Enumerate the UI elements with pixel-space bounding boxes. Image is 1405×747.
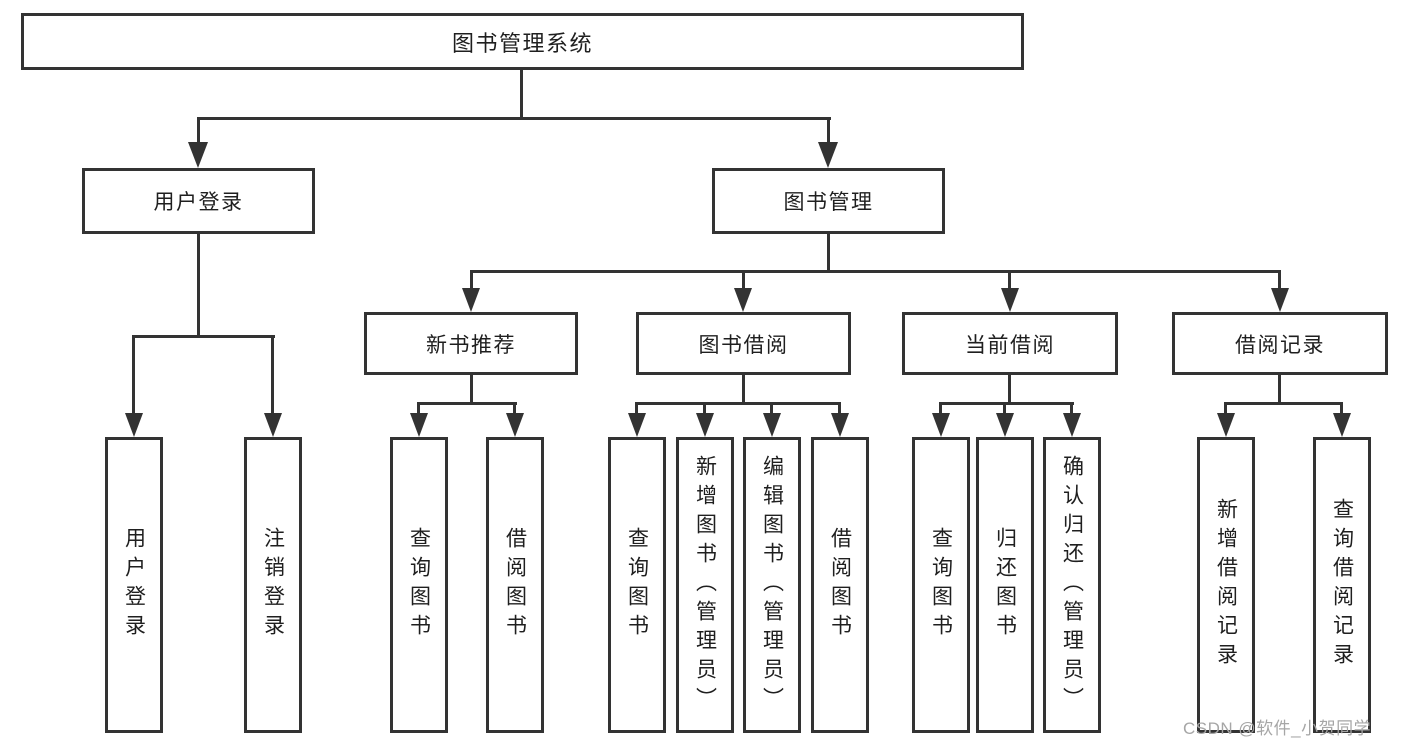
leaf-label: 查询图书 [625, 527, 649, 643]
leaf-label: 编辑图书（管理员） [760, 454, 784, 716]
node-new-book-recommendation: 新书推荐 [364, 312, 578, 375]
connector-records-down [1278, 375, 1281, 405]
connector-borrow-rail [635, 402, 841, 405]
connector-leaf-stem [1340, 402, 1343, 416]
connector-user-login-down [197, 234, 200, 337]
node-library-management-system: 图书管理系统 [21, 13, 1024, 70]
connector-level1-rail [197, 117, 831, 120]
connector-level2-stem [1278, 270, 1281, 290]
leaf-confirm-return-admin: 确认归还（管理员） [1043, 437, 1101, 733]
connector-leaf-stem [271, 335, 274, 415]
leaf-query-books-recommend: 查询图书 [390, 437, 448, 733]
arrow-to-leaf-query-record [1333, 413, 1351, 437]
arrow-to-leaf-return-books [996, 413, 1014, 437]
node-label: 图书借阅 [698, 333, 789, 357]
node-borrowing-records: 借阅记录 [1172, 312, 1388, 375]
connector-book-mgmt-down [827, 234, 830, 273]
connector-leaf-stem [635, 402, 638, 416]
node-user-login: 用户登录 [82, 168, 315, 234]
connector-leaf-stem [838, 402, 841, 416]
connector-leaf-stem [1070, 402, 1073, 416]
leaf-add-borrow-record: 新增借阅记录 [1197, 437, 1255, 733]
leaf-user-login: 用户登录 [105, 437, 163, 733]
node-label: 图书管理系统 [451, 30, 593, 56]
node-label: 当前借阅 [965, 333, 1055, 357]
connector-book-mgmt-stem [827, 117, 830, 145]
connector-rec-rail [418, 402, 517, 405]
arrow-to-leaf-edit-book [763, 413, 781, 437]
watermark: CSDN @软件_小贺同学 [1183, 719, 1372, 738]
connector-root-stem [520, 70, 523, 118]
node-label: 用户登录 [153, 191, 244, 214]
leaf-label: 查询图书 [929, 527, 953, 643]
leaf-query-borrow-record: 查询借阅记录 [1313, 437, 1371, 733]
arrow-to-current-borrowing [1001, 288, 1019, 312]
leaf-borrow-books: 借阅图书 [811, 437, 869, 733]
arrow-to-leaf-query-books-borrow [628, 413, 646, 437]
connector-rec-down [470, 375, 473, 405]
connector-current-down [1008, 375, 1011, 405]
leaf-query-books-current: 查询图书 [912, 437, 970, 733]
leaf-label: 查询图书 [407, 527, 431, 643]
leaf-label: 用户登录 [122, 527, 146, 643]
arrow-to-leaf-add-book [696, 413, 714, 437]
connector-records-rail [1224, 402, 1343, 405]
arrow-to-user-login [188, 142, 208, 168]
connector-leaf-stem [513, 402, 516, 416]
arrow-to-leaf-user-login [125, 413, 143, 437]
connector-leaf-stem [939, 402, 942, 416]
leaf-edit-book-admin: 编辑图书（管理员） [743, 437, 801, 733]
node-book-management: 图书管理 [712, 168, 945, 234]
connector-current-rail [940, 402, 1074, 405]
leaf-label: 确认归还（管理员） [1060, 454, 1084, 716]
arrow-to-leaf-borrow-books [831, 413, 849, 437]
leaf-label: 借阅图书 [503, 527, 527, 643]
connector-level2-stem [1008, 270, 1011, 290]
arrow-to-leaf-query-books-current [932, 413, 950, 437]
node-label: 图书管理 [783, 191, 874, 214]
connector-borrow-down [742, 375, 745, 405]
leaf-label: 查询借阅记录 [1330, 498, 1354, 672]
leaf-add-book-admin: 新增图书（管理员） [676, 437, 734, 733]
arrow-to-leaf-confirm-return [1063, 413, 1081, 437]
arrow-to-leaf-add-record [1217, 413, 1235, 437]
connector-user-login-stem [197, 117, 200, 145]
connector-level2-rail [470, 270, 1281, 273]
connector-level2-stem [742, 270, 745, 290]
node-label: 借阅记录 [1235, 333, 1325, 357]
connector-leaf-stem [132, 335, 135, 415]
leaf-return-books: 归还图书 [976, 437, 1034, 733]
arrow-to-leaf-borrow-books-rec [506, 413, 524, 437]
arrow-to-borrowing-records [1271, 288, 1289, 312]
arrow-to-new-book-rec [462, 288, 480, 312]
leaf-label: 借阅图书 [828, 527, 852, 643]
node-label: 新书推荐 [426, 333, 516, 357]
arrow-to-book-mgmt [818, 142, 838, 168]
node-book-borrowing: 图书借阅 [636, 312, 851, 375]
connector-leaf-stem [417, 402, 420, 416]
connector-user-login-rail [132, 335, 275, 338]
connector-level2-stem [470, 270, 473, 290]
connector-leaf-stem [770, 402, 773, 416]
leaf-label: 注销登录 [261, 527, 285, 643]
arrow-to-leaf-logout [264, 413, 282, 437]
connector-leaf-stem [1003, 402, 1006, 416]
arrow-to-leaf-query-books-rec [410, 413, 428, 437]
leaf-borrow-books-recommend: 借阅图书 [486, 437, 544, 733]
leaf-logout: 注销登录 [244, 437, 302, 733]
leaf-label: 新增图书（管理员） [693, 454, 717, 716]
arrow-to-book-borrowing [734, 288, 752, 312]
connector-leaf-stem [703, 402, 706, 416]
leaf-label: 归还图书 [993, 527, 1017, 643]
leaf-label: 新增借阅记录 [1214, 498, 1238, 672]
connector-leaf-stem [1224, 402, 1227, 416]
leaf-query-books-borrow: 查询图书 [608, 437, 666, 733]
node-current-borrowing: 当前借阅 [902, 312, 1118, 375]
